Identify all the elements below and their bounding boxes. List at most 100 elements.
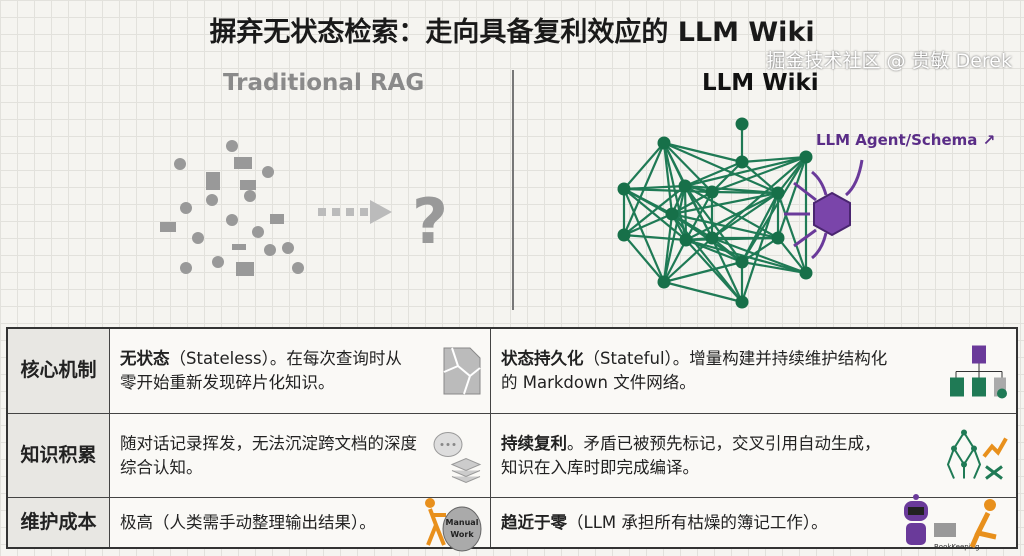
fragment-dot bbox=[180, 262, 192, 274]
network-edge bbox=[741, 237, 779, 263]
network-edge bbox=[671, 191, 779, 216]
fragment-dot bbox=[192, 232, 204, 244]
network-edge bbox=[711, 155, 807, 194]
broken-tiles-icon bbox=[443, 347, 481, 395]
network-edge bbox=[623, 234, 665, 283]
traditional-rag-heading: Traditional RAG bbox=[223, 70, 425, 96]
network-edge bbox=[776, 192, 808, 274]
network-edge bbox=[671, 191, 713, 215]
svg-text:Manual: Manual bbox=[446, 518, 479, 527]
wiki-cell: 持续复利。矛盾已被预先标记，交叉引用自动生成，知识在入库时即完成编译。 bbox=[490, 412, 1018, 499]
fragment-dot bbox=[282, 242, 294, 254]
network-node bbox=[665, 207, 679, 221]
question-mark: ? bbox=[412, 185, 448, 258]
network-edge bbox=[711, 192, 779, 239]
network-edge bbox=[623, 187, 713, 194]
fragment-dot bbox=[174, 158, 186, 170]
rag-cell: 随对话记录挥发，无法沉淀跨文档的深度综合认知。 bbox=[109, 412, 491, 499]
robot-bookkeeping-icon: BookKeeping bbox=[904, 493, 997, 551]
fragment-dot bbox=[292, 262, 304, 274]
table-row: 知识积累 随对话记录挥发，无法沉淀跨文档的深度综合认知。 持续复利。矛盾已被预先… bbox=[6, 412, 1018, 499]
fragment-dot bbox=[180, 202, 192, 214]
network-edge bbox=[777, 237, 807, 274]
network-node bbox=[679, 233, 693, 247]
agent-icosahedron-icon bbox=[813, 191, 851, 237]
network-edge bbox=[662, 185, 687, 283]
network-node bbox=[617, 228, 631, 242]
fragment-dot bbox=[264, 244, 276, 256]
network-edge bbox=[684, 160, 743, 188]
network-edge bbox=[741, 156, 807, 263]
watermark: 掘金技术社区 @ 贵敏 Derek bbox=[766, 50, 1012, 72]
knowledge-network bbox=[617, 117, 813, 309]
network-node bbox=[771, 231, 785, 245]
comparison-table: 核心机制 无状态（Stateless）。在每次查询时从零开始重新发现碎片化知识。… bbox=[6, 327, 1018, 552]
network-edge bbox=[663, 260, 743, 284]
network-edge bbox=[663, 141, 743, 164]
wiki-cell: 趋近于零（LLM 承担所有枯燥的簿记工作）。 BookKeeping bbox=[490, 493, 1018, 551]
network-node bbox=[735, 295, 749, 309]
fragment-block bbox=[240, 180, 256, 190]
wiki-cell: 状态持久化（Stateful）。增量构建并持续维护结构化的 Markdown 文… bbox=[490, 327, 1018, 414]
network-edge bbox=[711, 236, 807, 275]
network-node bbox=[678, 179, 692, 193]
network-edge bbox=[741, 155, 807, 164]
llm-wiki-heading: LLM Wiki bbox=[702, 70, 819, 96]
fragment-dot bbox=[252, 226, 264, 238]
fragment-dot bbox=[244, 190, 256, 202]
row-label: 知识积累 bbox=[6, 412, 110, 499]
document-tree-icon bbox=[950, 345, 1007, 399]
network-edge bbox=[663, 141, 779, 195]
network-node bbox=[735, 255, 749, 269]
fragment-block bbox=[234, 157, 252, 169]
network-edge bbox=[711, 161, 743, 193]
network-edge bbox=[684, 155, 807, 188]
network-edge bbox=[684, 185, 779, 239]
network-node bbox=[799, 150, 813, 164]
network-edge bbox=[623, 233, 687, 242]
network-node bbox=[799, 266, 813, 280]
fragment-dot bbox=[226, 214, 238, 226]
network-edge bbox=[685, 191, 713, 241]
network-edge bbox=[663, 237, 713, 283]
growth-tree-icon bbox=[946, 429, 1008, 480]
fragment-dot bbox=[226, 140, 238, 152]
page-title: 摒弃无状态检索：走向具备复利效应的 LLM Wiki bbox=[209, 17, 815, 48]
divider bbox=[512, 70, 514, 310]
network-edge bbox=[711, 237, 743, 303]
network-edge bbox=[741, 260, 807, 275]
network-node bbox=[705, 231, 719, 245]
network-edge bbox=[741, 161, 779, 194]
network-edge bbox=[663, 239, 687, 283]
svg-text:BookKeeping: BookKeeping bbox=[934, 543, 980, 551]
network-edge bbox=[662, 213, 674, 283]
agent-arrows bbox=[784, 159, 864, 260]
network-edge bbox=[671, 212, 779, 240]
svg-text:Work: Work bbox=[450, 530, 474, 539]
network-edge bbox=[671, 213, 743, 303]
network-edge bbox=[662, 142, 674, 215]
fragment-block bbox=[270, 214, 284, 224]
fragment-dot bbox=[262, 166, 274, 178]
network-edge bbox=[623, 185, 686, 236]
dashed-arrow-icon bbox=[318, 200, 392, 224]
fragment-block bbox=[206, 172, 220, 190]
network-edge bbox=[623, 142, 665, 190]
network-edge bbox=[663, 142, 713, 193]
rag-cell: 无状态（Stateless）。在每次查询时从零开始重新发现碎片化知识。 bbox=[109, 327, 491, 414]
network-node bbox=[657, 136, 671, 150]
network-edge bbox=[623, 212, 673, 237]
network-edge bbox=[740, 192, 780, 303]
comparison-illustration: ? LLM Agent/Schema ↗ bbox=[160, 117, 995, 309]
network-node bbox=[735, 117, 749, 131]
network-edge bbox=[663, 280, 743, 304]
row-label: 核心机制 bbox=[6, 327, 110, 414]
fragment-block bbox=[232, 244, 246, 250]
fragment-dot bbox=[206, 194, 218, 206]
network-edge bbox=[711, 190, 779, 195]
fragment-block bbox=[160, 222, 176, 232]
network-edge bbox=[685, 239, 743, 303]
